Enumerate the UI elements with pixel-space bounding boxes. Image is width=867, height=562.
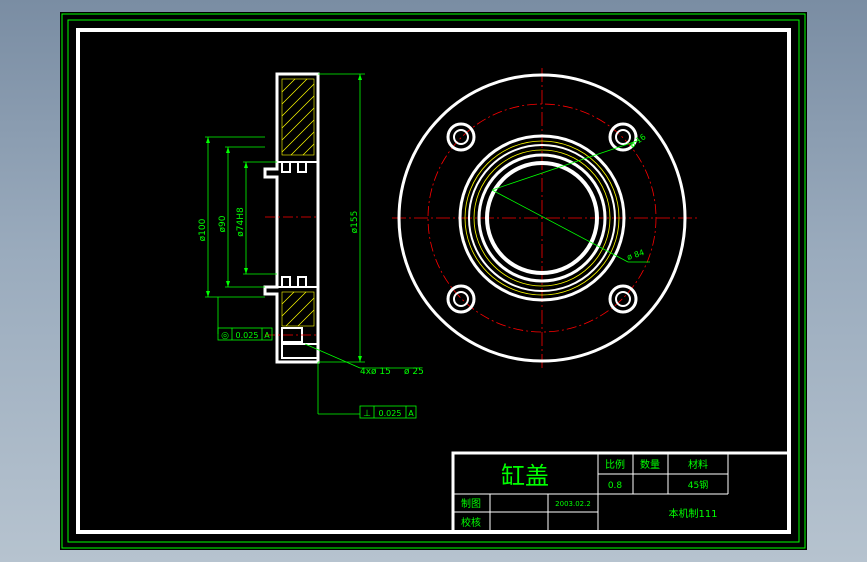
part-name: 缸盖 [501,462,549,490]
scale-label: 比例 [605,458,625,471]
technical-drawing: ø100 ø90 ø74H8 ø155 4xø 15 ø 25 ◎ 0.025 … [61,13,806,549]
inner-border [67,19,800,543]
geometric-tolerance-top: ◎ 0.025 A [217,327,273,341]
tol-top-symbol: ◎ [221,331,229,341]
scale-value: 0.8 [608,481,623,491]
hole-callout-sub-text: ø 25 [404,367,424,377]
tol-top-datum: A [264,331,270,340]
dim-d100-text: ø100 [198,218,208,241]
side-view: ø100 ø90 ø74H8 ø155 4xø 15 ø 25 ◎ 0.025 … [198,72,424,419]
drawing-date: 2003.02.2 [555,500,591,508]
hole-callout-text: 4xø 15 [360,367,391,377]
tol-bottom-value: 0.025 [379,409,402,418]
dim-bottom-text: ø 84 [626,248,646,262]
dim-d74-text: ø74H8 [236,207,246,237]
drawn-label: 制图 [461,497,481,510]
quantity-label: 数量 [640,458,660,471]
title-block: 缸盖 比例 数量 材料 0.8 45钢 制图 校核 2003.02.2 本机制1… [451,451,791,534]
outer-border [61,13,806,549]
dim-small-text: ø 16 [628,132,648,149]
dim-d90-text: ø90 [218,215,228,232]
dim-d155-text: ø155 [350,211,360,234]
tol-bottom-datum: A [408,409,414,418]
tol-bottom-symbol: ⊥ [363,409,371,419]
material-label: 材料 [688,458,708,471]
geometric-tolerance-bottom: ⊥ 0.025 A [359,405,417,419]
school-name: 本机制111 [668,507,717,520]
tol-top-value: 0.025 [236,331,259,340]
bolt-holes [446,122,638,314]
drawing-frame [76,28,791,534]
cad-drawing-area[interactable]: ø100 ø90 ø74H8 ø155 4xø 15 ø 25 ◎ 0.025 … [60,12,807,550]
front-view: ø 16 ø 84 [392,68,700,368]
checked-label: 校核 [461,516,481,529]
material-value: 45钢 [688,479,708,491]
